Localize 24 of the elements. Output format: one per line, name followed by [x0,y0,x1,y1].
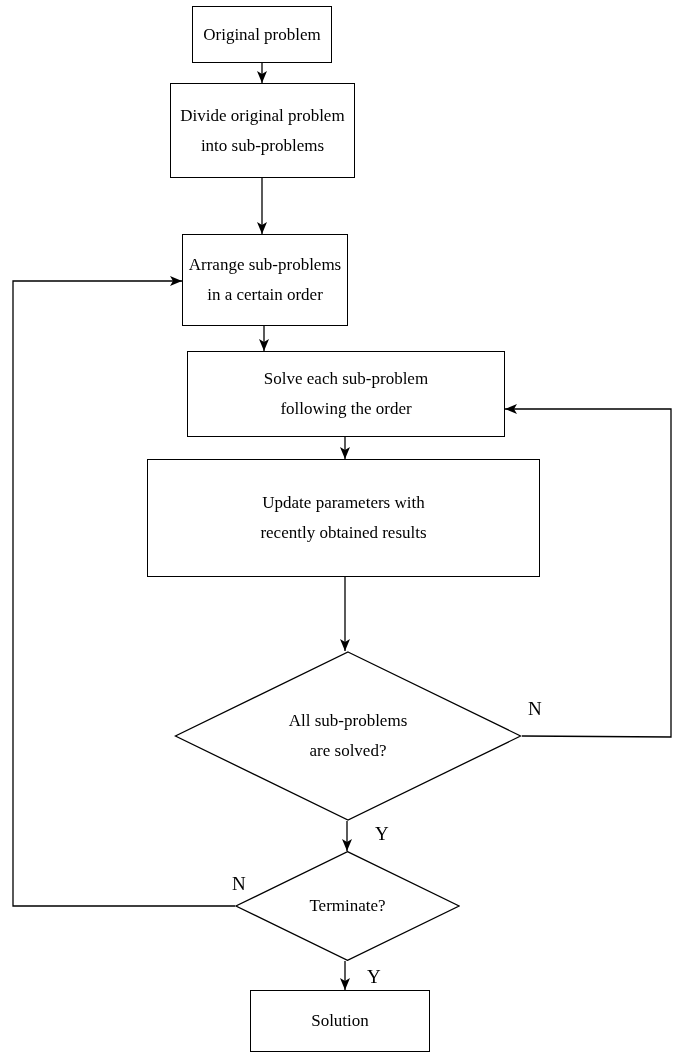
process-box [250,990,430,1052]
process-box [192,6,332,63]
node-text: All sub-problems are solved? [287,710,409,762]
arrow [257,62,267,84]
arrow [259,325,269,352]
node-text: Solution [311,1010,369,1033]
process-box [187,351,505,437]
arrow [340,960,350,991]
arrow [340,436,350,460]
decision-diamond [174,651,522,821]
arrow [12,276,236,907]
node-text: Update parameters with recently obtained results [259,492,428,544]
node-text: Terminate? [309,895,386,918]
arrow [342,820,352,852]
node-text: Arrange sub-problems in a certain order [187,254,343,306]
node-text: Solve each sub-problem following the order [262,368,430,420]
arrow [257,177,267,235]
arrow [504,404,672,738]
node-text: Original problem [203,23,321,46]
node-text: Divide original problem into sub-problems [179,104,346,157]
process-box [170,83,355,178]
process-box [182,234,348,326]
process-box [147,459,540,577]
arrow [340,576,350,652]
